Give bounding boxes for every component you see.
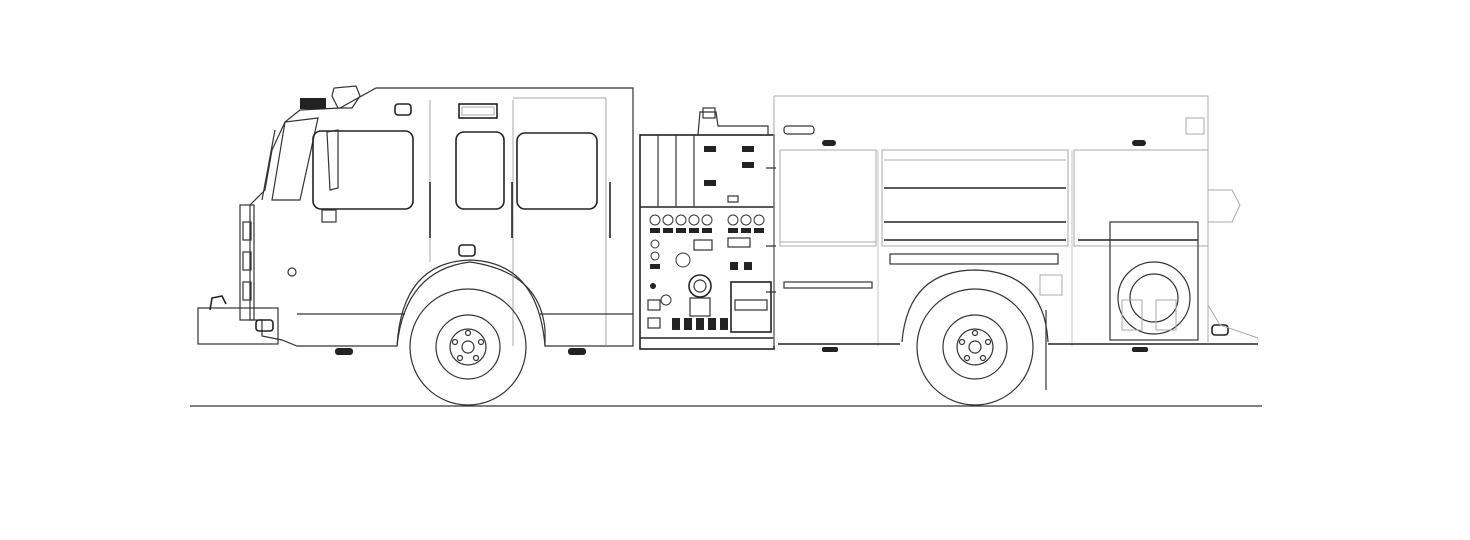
- pump-panel: [639, 107, 775, 350]
- rear-wheel: [901, 269, 1049, 406]
- apparatus-body: [766, 95, 1258, 352]
- gauge-icon: [675, 252, 691, 268]
- mirror: [321, 209, 337, 223]
- marker-light: [287, 267, 297, 277]
- roof-vent: [458, 103, 498, 119]
- wheel-icon: [409, 288, 527, 406]
- front-wheel: [396, 259, 546, 406]
- front-door-window: [312, 130, 414, 210]
- front-face: [239, 204, 255, 321]
- rear-hose-reel: [1109, 189, 1259, 341]
- master-gauge: [688, 274, 712, 298]
- rear-door-window-small: [455, 131, 505, 210]
- tow-hook-icon: [209, 295, 227, 311]
- rear-door-window: [516, 132, 598, 210]
- control-display: [727, 237, 751, 248]
- hose-reel-icon: [1117, 261, 1191, 335]
- wheel-icon: [916, 288, 1034, 406]
- front-bumper: [197, 307, 279, 345]
- discharge-valves: [672, 318, 728, 330]
- light-bar-icon: [300, 98, 326, 109]
- cab: [197, 85, 634, 355]
- discharge-door: [730, 281, 772, 333]
- gauge-row: [649, 214, 765, 233]
